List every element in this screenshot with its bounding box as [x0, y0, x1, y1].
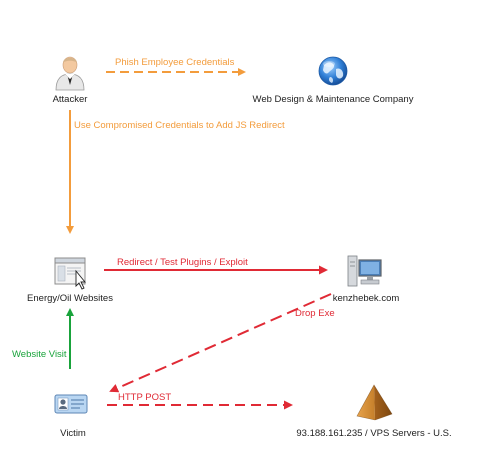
web-company-label: Web Design & Maintenance Company: [252, 94, 414, 105]
attacker-person-icon: [55, 56, 85, 91]
redirect-label: Redirect / Test Plugins / Exploit: [117, 257, 248, 268]
edge-drop-exe: [109, 293, 332, 393]
kenzhebek-label: kenzhebek.com: [332, 293, 400, 304]
attacker-label: Attacker: [52, 94, 88, 105]
vps-label: 93.188.161.235 / VPS Servers - U.S.: [296, 428, 452, 439]
js-redirect-label: Use Compromised Credentials to Add JS Re…: [74, 120, 285, 131]
http-post-label: HTTP POST: [118, 392, 172, 403]
phish-label: Phish Employee Credentials: [115, 57, 235, 68]
websites-label: Energy/Oil Websites: [27, 293, 113, 304]
id-card-icon: [54, 394, 88, 414]
server-computer-icon: [347, 255, 382, 287]
globe-icon: [318, 56, 348, 86]
pyramid-icon: [356, 384, 393, 421]
victim-label: Victim: [60, 428, 86, 439]
webpage-cursor-icon: [54, 257, 86, 290]
website-visit-label: Website Visit: [12, 349, 67, 360]
drop-exe-label: Drop Exe: [295, 308, 335, 319]
